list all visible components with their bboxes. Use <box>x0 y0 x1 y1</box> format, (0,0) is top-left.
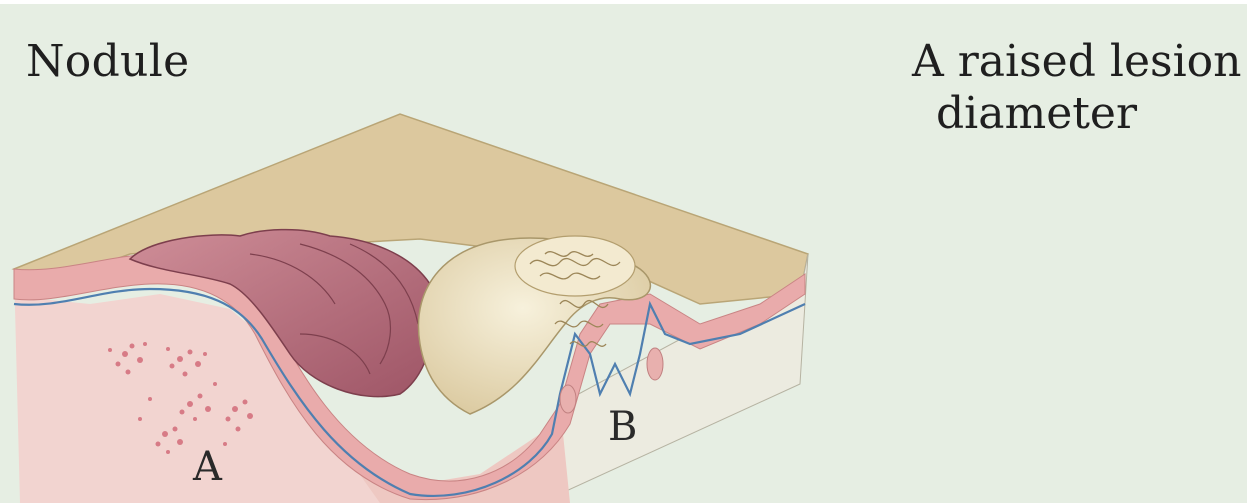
dermis-left <box>14 269 420 503</box>
label-b: B <box>608 404 638 450</box>
definition-line-1: A raised lesion > <box>912 36 1247 87</box>
gland-outer <box>514 235 636 297</box>
cell-cluster-b-2 <box>646 347 664 381</box>
nodule-mass-fold-4 <box>299 333 371 375</box>
definition-line-2: diameter <box>936 88 1137 139</box>
basement-membrane <box>13 287 806 498</box>
nodule-mass-fold-2 <box>299 243 391 365</box>
label-a: A <box>193 444 222 490</box>
gland-convolutions <box>529 251 621 347</box>
skin-cross-section-illustration <box>11 113 809 503</box>
nodule-mass-fold-3 <box>349 243 419 325</box>
definition-text: A raised lesion > diameter <box>912 36 1247 140</box>
cell-cluster-b-1 <box>559 384 577 414</box>
slide-panel: Nodule A raised lesion > diameter <box>0 4 1247 503</box>
cell-infiltrate-a <box>108 342 253 454</box>
crater-dermis <box>260 334 570 503</box>
slide-title: Nodule <box>26 36 190 87</box>
nodule-mass-fold-1 <box>249 253 336 305</box>
